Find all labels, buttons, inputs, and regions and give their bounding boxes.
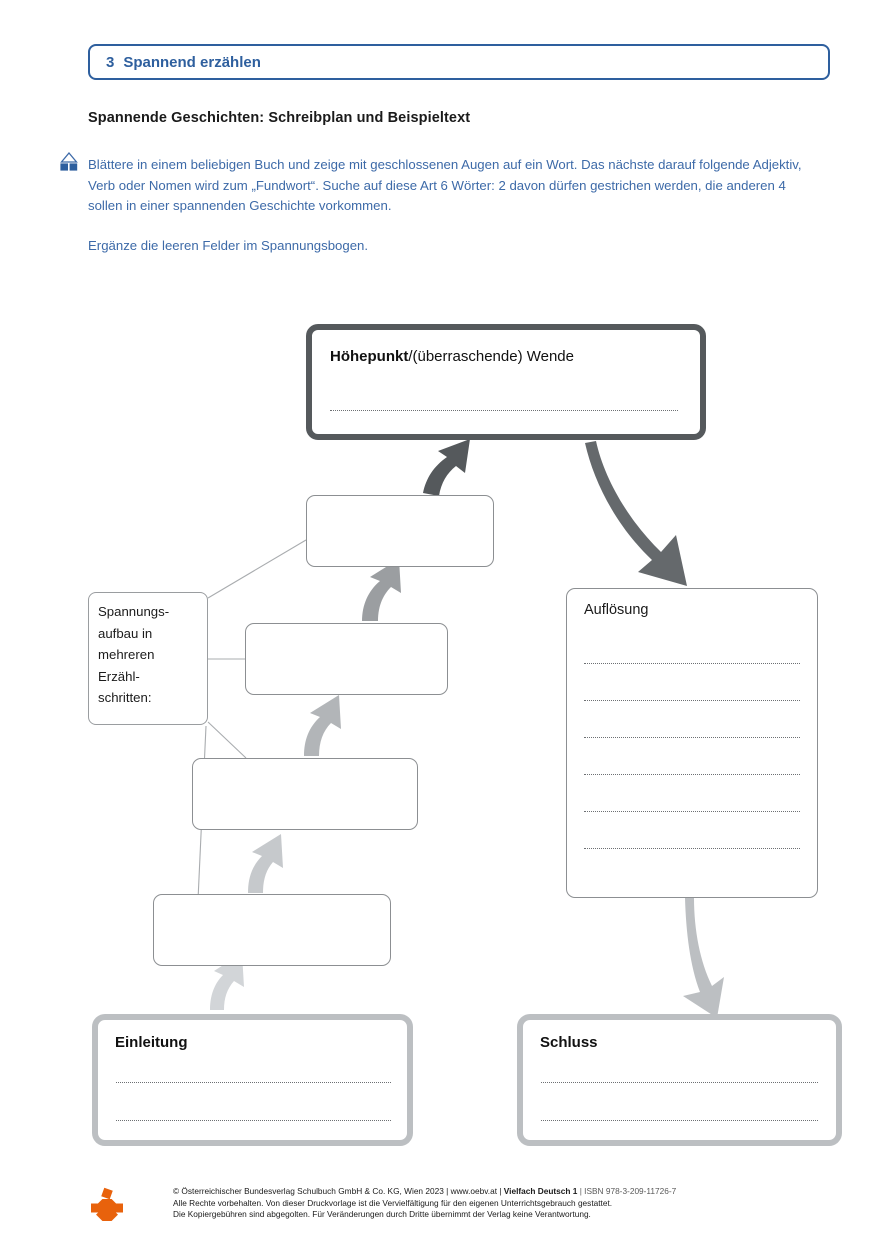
climax-title-bold: Höhepunkt: [330, 348, 409, 365]
arrow-step3-to-step2: [304, 695, 341, 756]
arrow-climax-to-resolution: [585, 441, 687, 586]
step-box-2[interactable]: [245, 623, 448, 695]
footer-line-1a: © Österreichischer Bundesverlag Schulbuc…: [173, 1186, 504, 1196]
intro-box: Einleitung: [92, 1014, 413, 1146]
footer-line-1b: | ISBN 978-3-209-11726-7: [577, 1186, 677, 1196]
step-box-4[interactable]: [153, 894, 391, 966]
arrow-step1-to-climax: [423, 439, 470, 496]
step-box-1[interactable]: [306, 495, 494, 567]
climax-write-line[interactable]: [330, 410, 678, 411]
arrow-step2-to-step1: [362, 559, 401, 621]
climax-box: Höhepunkt/(überraschende) Wende: [306, 324, 706, 440]
footer-line-3: Die Kopiergebühren sind abgegolten. Für …: [173, 1209, 591, 1220]
instruction-block: Blättere in einem beliebigen Buch und ze…: [88, 155, 818, 256]
connector-lines: [197, 539, 307, 901]
conclusion-box-title: Schluss: [540, 1034, 598, 1051]
footer-copyright: © Österreichischer Bundesverlag Schulbuc…: [173, 1186, 793, 1221]
intro-write-line[interactable]: [116, 1082, 391, 1083]
chapter-title: Spannend erzählen: [123, 53, 261, 71]
climax-title-rest: (überraschende) Wende: [412, 348, 574, 365]
chapter-number: 3: [106, 53, 115, 71]
instruction-paragraph-1: Blättere in einem beliebigen Buch und ze…: [88, 157, 802, 213]
intro-box-title: Einleitung: [115, 1034, 188, 1051]
resolution-box: Auflösung: [566, 588, 818, 898]
open-book-icon: [58, 151, 80, 174]
arrow-step4-to-step3: [248, 834, 283, 893]
resolution-write-line[interactable]: [584, 811, 800, 812]
resolution-write-line[interactable]: [584, 774, 800, 775]
instruction-paragraph-2: Ergänze die leeren Felder im Spannungsbo…: [88, 237, 369, 253]
footer-product-name: Vielfach Deutsch 1: [503, 1186, 578, 1196]
arrow-resolution-to-conclusion: [683, 898, 724, 1018]
climax-box-title: Höhepunkt/(überraschende) Wende: [330, 348, 574, 365]
footer-line-1: © Österreichischer Bundesverlag Schulbuc…: [173, 1186, 793, 1198]
resolution-write-line[interactable]: [584, 663, 800, 664]
resolution-write-line[interactable]: [584, 700, 800, 701]
intro-write-line[interactable]: [116, 1120, 391, 1121]
conclusion-write-line[interactable]: [541, 1120, 818, 1121]
page-subtitle: Spannende Geschichten: Schreibplan und B…: [88, 110, 471, 126]
publisher-logo-icon: [87, 1185, 127, 1225]
footer-line-2: Alle Rechte vorbehalten. Von dieser Druc…: [173, 1197, 613, 1208]
conclusion-write-line[interactable]: [541, 1082, 818, 1083]
climax-title-slash: /: [408, 348, 413, 365]
resolution-write-line[interactable]: [584, 848, 800, 849]
step-box-3[interactable]: [192, 758, 418, 830]
resolution-write-line[interactable]: [584, 737, 800, 738]
conclusion-box: Schluss: [517, 1014, 842, 1146]
resolution-box-title: Auflösung: [584, 602, 649, 618]
chapter-header-bar: 3 Spannend erzählen: [88, 44, 830, 80]
